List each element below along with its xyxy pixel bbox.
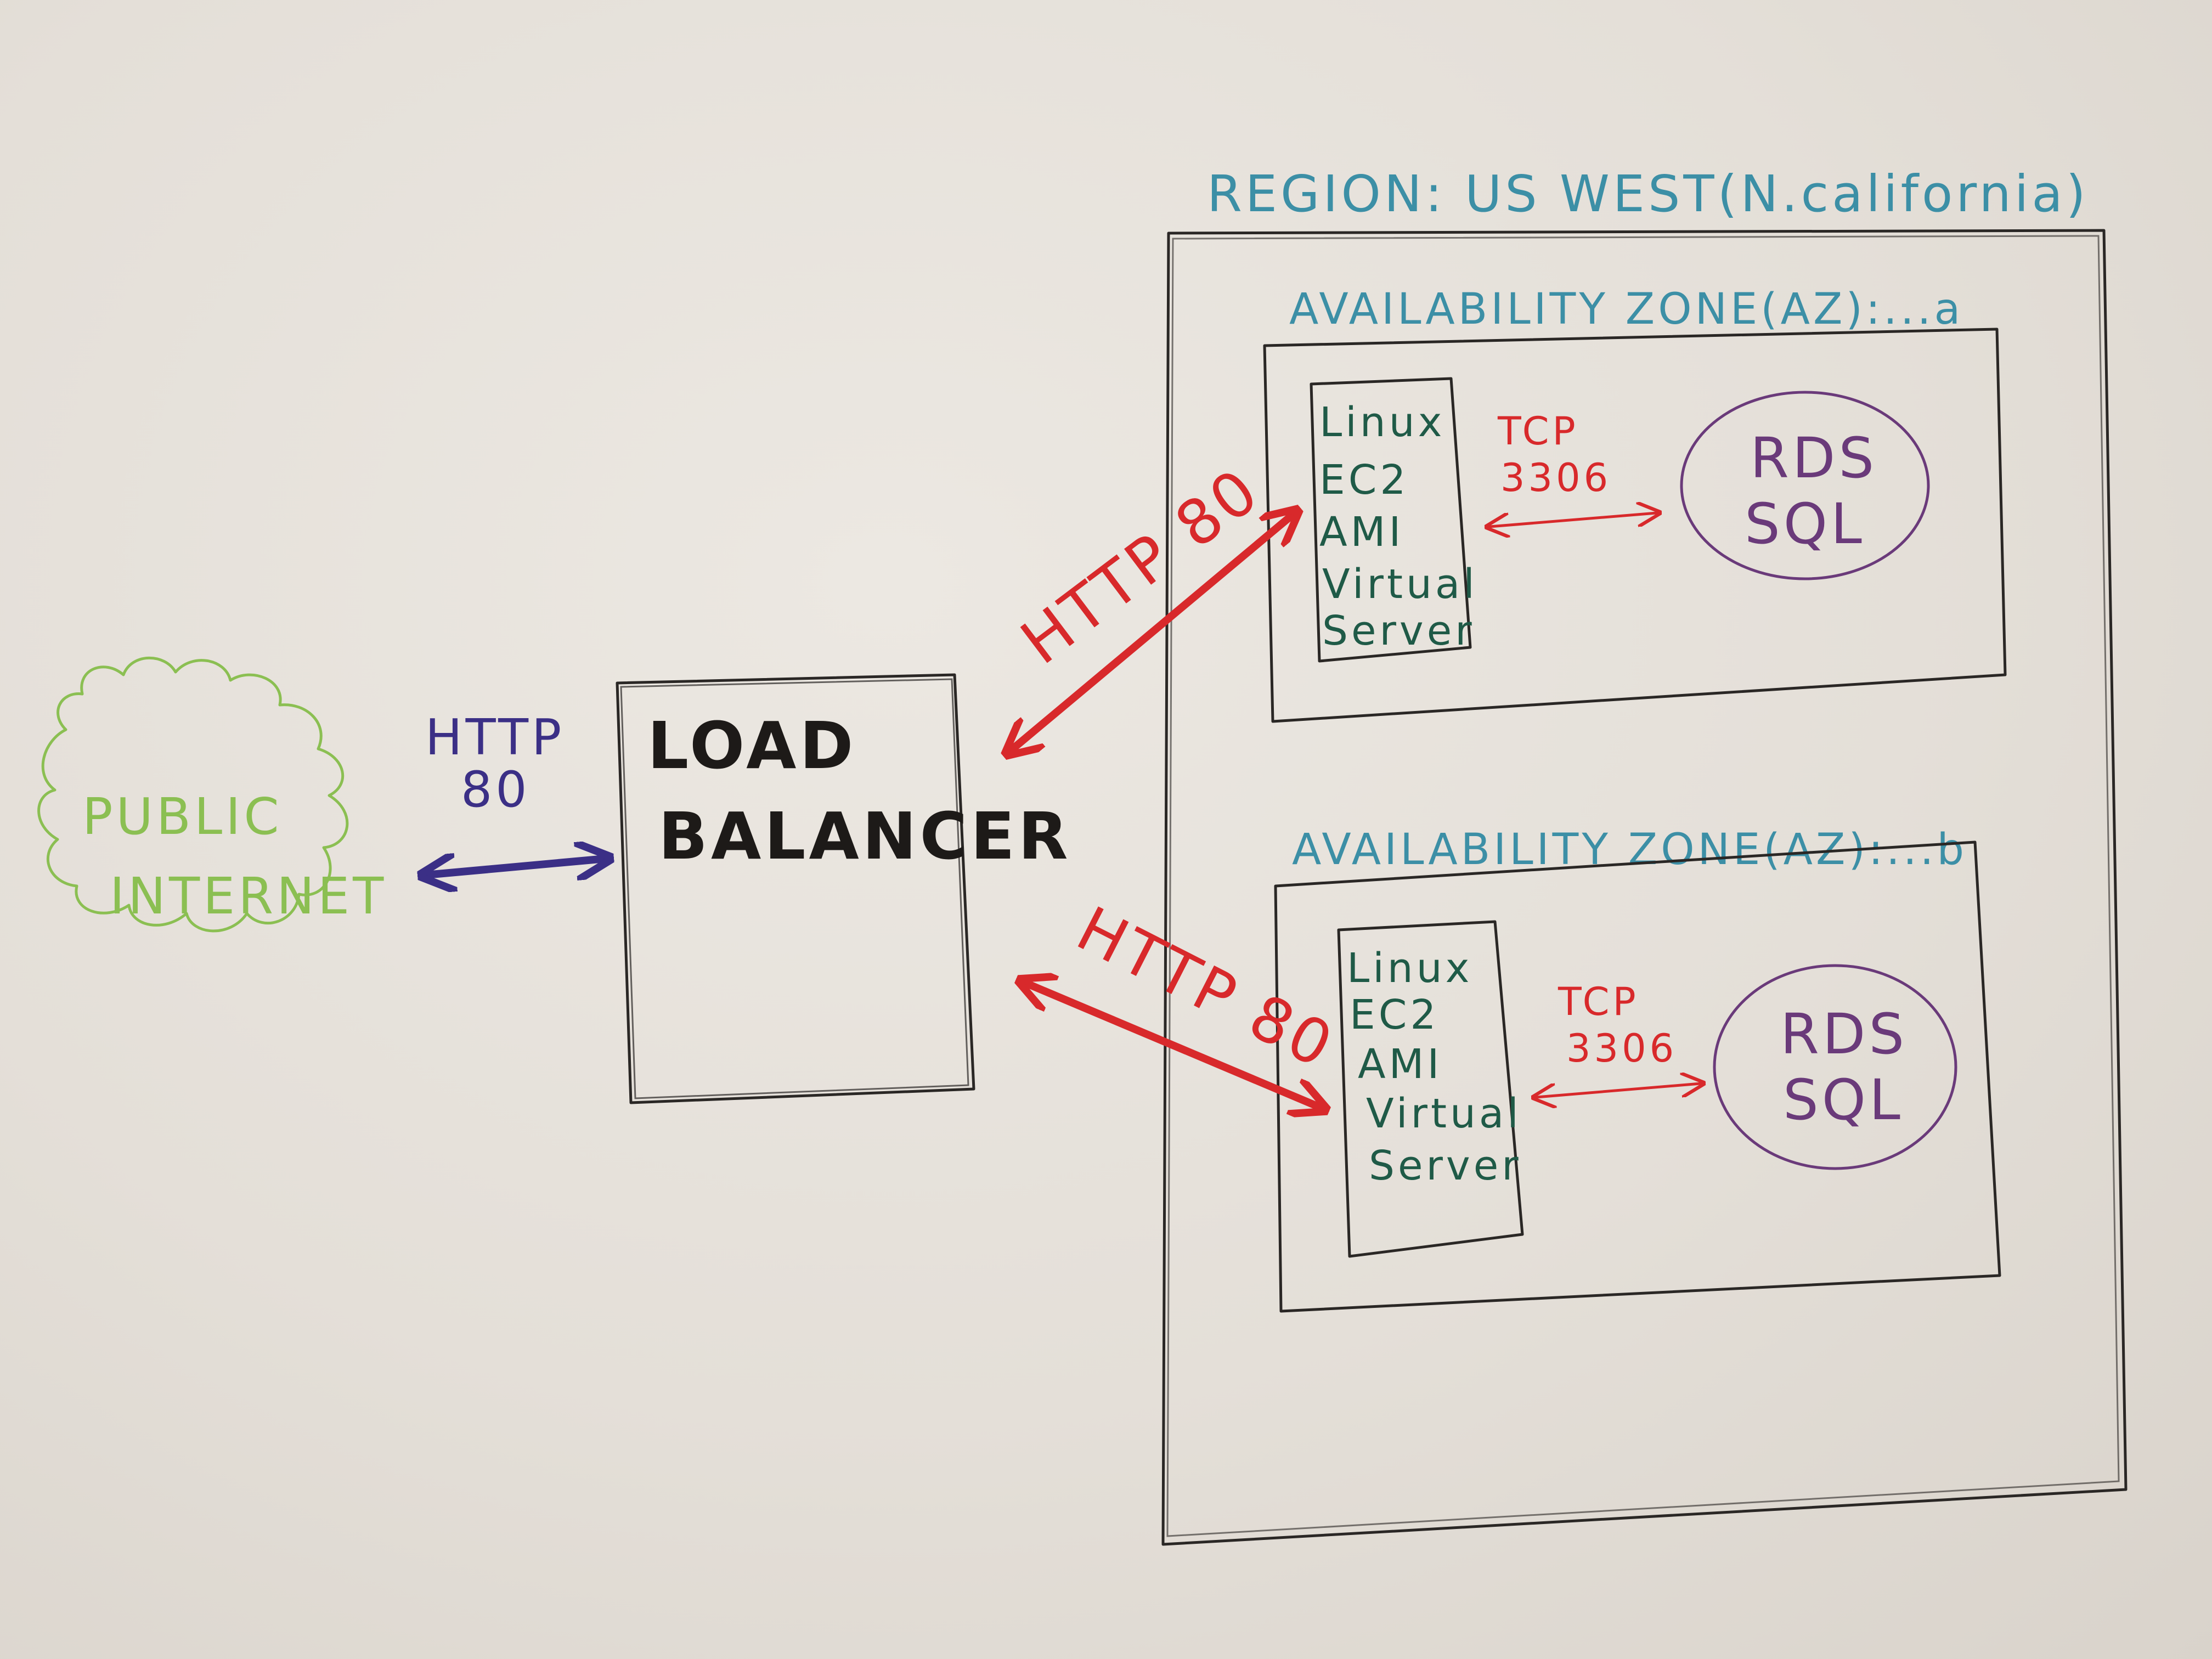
internet-link-label-port: 80 [461,761,531,819]
zone-a-rds-line2: SQL [1745,492,1865,557]
region-label: REGION: US WEST(N.california) [1207,165,2089,223]
zone-b-ec2-line3: AMI [1358,1041,1442,1088]
lb-to-zone-a-arrow [1009,513,1295,752]
load-balancer-label-line1: LOAD [647,708,856,783]
availability-zone-a: AVAILABILITY ZONE(AZ):...a Linux EC2 AMI… [1263,285,2007,723]
zone-b-rds-line2: SQL [1783,1068,1904,1133]
public-internet-cloud: PUBLIC INTERNET [37,656,387,933]
zone-a-ec2-line4: Virtual [1322,561,1478,608]
availability-zone-b: AVAILABILITY ZONE(AZ):...b Linux EC2 AMI… [1274,825,2001,1313]
zone-b-box [1274,840,2001,1313]
internet-link: HTTP 80 [425,709,606,875]
zone-a-ec2-line1: Linux [1319,399,1445,446]
zone-a-rds-circle [1680,391,1930,580]
internet-link-arrow [425,859,606,875]
zone-b-ec2-line4: Virtual [1366,1090,1522,1137]
region-box-sketch [1166,235,2120,1537]
lb-to-zone-b-link: HTTP 80 [1023,893,1346,1108]
zone-a-rds-line1: RDS [1750,426,1877,491]
cloud-outline [37,656,349,933]
zone-b-tcp-label-protocol: TCP [1558,979,1639,1024]
region-box [1161,229,2128,1546]
zone-a-ec2-box [1310,377,1472,663]
region: REGION: US WEST(N.california) [1161,165,2128,1546]
lb-to-zone-b-label: HTTP 80 [1066,893,1346,1083]
cloud-label-line1: PUBLIC [82,787,283,846]
zone-b-ec2-line1: Linux [1347,945,1472,992]
load-balancer-label-line2: BALANCER [658,798,1071,874]
load-balancer-box-sketch [620,678,969,1099]
load-balancer-box [616,673,975,1104]
zone-a-ec2-line5: Server [1322,607,1475,654]
zone-a-tcp-label-port: 3306 [1500,455,1611,500]
zone-a-tcp-label-protocol: TCP [1497,409,1579,454]
zone-b-tcp-label-port: 3306 [1566,1026,1677,1071]
lb-to-zone-a-link: HTTP 80 [1008,454,1295,752]
cloud-label-line2: INTERNET [110,867,387,926]
zone-b-tcp-arrow [1536,1084,1701,1097]
internet-link-label-protocol: HTTP [425,709,565,766]
load-balancer: LOAD BALANCER [616,673,1071,1104]
zone-b-rds-line1: RDS [1780,1002,1908,1067]
zone-a-ec2-line3: AMI [1319,509,1404,556]
zone-b-ec2-line5: Server [1369,1142,1522,1189]
zone-a-ec2-line2: EC2 [1319,456,1409,504]
zone-b-rds-circle [1713,964,1957,1170]
zone-b-ec2-line2: EC2 [1350,991,1440,1039]
zone-b-ec2-box [1337,920,1524,1258]
lb-to-zone-b-arrow [1023,982,1322,1108]
zone-a-label: AVAILABILITY ZONE(AZ):...a [1289,285,1963,334]
zone-a-tcp-arrow [1489,513,1657,527]
